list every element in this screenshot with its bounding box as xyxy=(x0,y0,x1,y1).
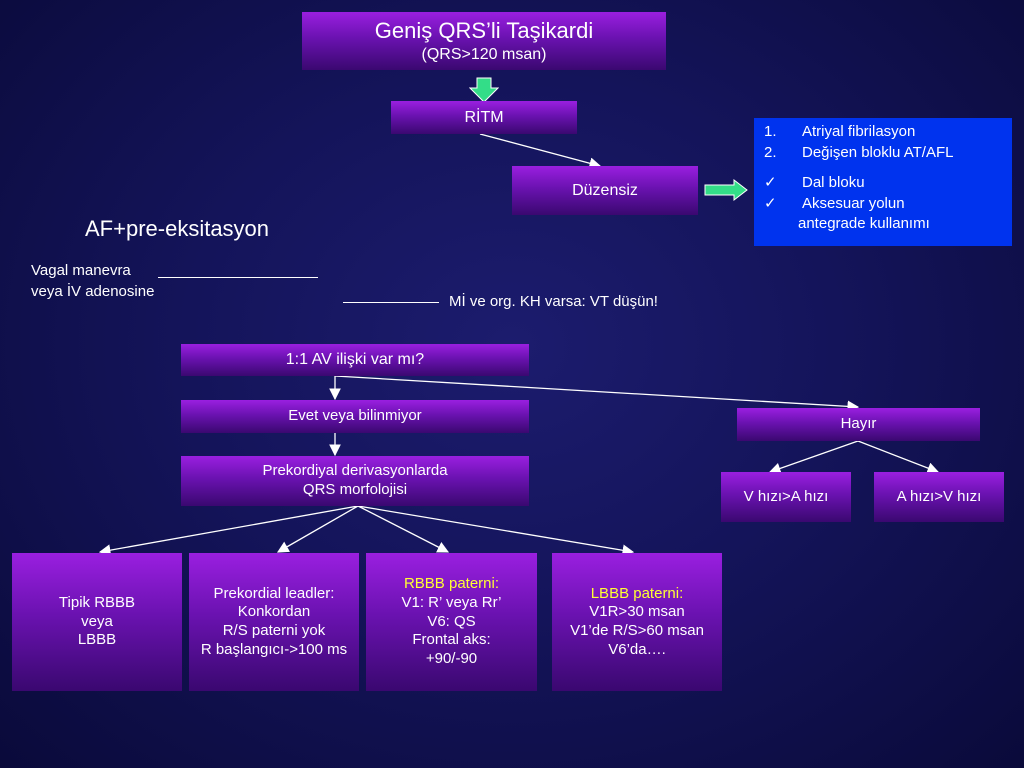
arrow-ritm-to-irregular xyxy=(479,133,602,169)
list-item: 2. Değişen bloklu AT/AFL xyxy=(764,143,1012,164)
concordant-line1: Prekordial leadler: xyxy=(213,584,335,602)
lbbb-pattern-box: LBBB paterni: V1R>30 msan V1’de R/S>60 m… xyxy=(552,553,722,691)
yes-unknown-label: Evet veya bilinmiyor xyxy=(288,407,422,425)
rbbb-pattern-box: RBBB paterni: V1: R’ veya Rr’ V6: QS Fro… xyxy=(366,553,537,691)
no-label: Hayır xyxy=(840,415,877,433)
typical-line3: LBBB xyxy=(77,631,117,649)
precordial-line1: Prekordiyal derivasyonlarda xyxy=(262,462,448,480)
green-down-arrow-icon xyxy=(469,77,499,103)
lbbb-heading: LBBB paterni: xyxy=(590,584,684,602)
rbbb-line4: +90/-90 xyxy=(425,650,478,668)
lbbb-line1: V1R>30 msan xyxy=(589,603,685,621)
concordant-line2: Konkordan xyxy=(237,603,311,621)
list-text: Değişen bloklu AT/AFL xyxy=(802,143,954,161)
arrow-precordial-to-typical xyxy=(98,505,359,556)
title-box: Geniş QRS’li Taşikardi (QRS>120 msan) xyxy=(302,12,666,70)
rbbb-heading: RBBB paterni: xyxy=(403,575,500,593)
vagal-note-line2: veya İV adenosine xyxy=(31,283,155,300)
rbbb-line1: V1: R’ veya Rr’ xyxy=(401,593,502,611)
a-rate-greater-box: A hızı>V hızı xyxy=(874,472,1004,522)
list-text: Aksesuar yolun xyxy=(802,194,905,212)
arrow-precordial-to-lbbb xyxy=(357,505,635,557)
yes-unknown-box: Evet veya bilinmiyor xyxy=(181,400,529,433)
arrow-precordial-to-concordant xyxy=(276,505,359,553)
irregular-label: Düzensiz xyxy=(572,181,638,199)
arrow-precordial-to-rbbb xyxy=(357,505,450,553)
mi-note-line xyxy=(343,302,439,303)
vagal-underline xyxy=(158,277,318,278)
list-item: ✓ Aksesuar yolun xyxy=(764,194,1012,215)
typical-bbb-box: Tipik RBBB veya LBBB xyxy=(12,553,182,691)
v-rate-greater-box: V hızı>A hızı xyxy=(721,472,851,522)
typical-line1: Tipik RBBB xyxy=(58,593,136,611)
av-question-label: 1:1 AV ilişki var mı? xyxy=(285,351,425,368)
vagal-note-line1: Vagal manevra xyxy=(31,262,131,279)
concordant-line3: R/S paterni yok xyxy=(222,622,326,639)
irregular-box: Düzensiz xyxy=(512,166,698,215)
concordant-box: Prekordial leadler: Konkordan R/S patern… xyxy=(189,553,359,691)
precordial-morphology-box: Prekordiyal derivasyonlarda QRS morfoloj… xyxy=(181,456,529,506)
checkmark-icon: ✓ xyxy=(764,194,777,212)
title-line1: Geniş QRS’li Taşikardi xyxy=(374,18,594,44)
list-continuation: antegrade kullanımı xyxy=(798,215,930,232)
differential-list-box: 1. Atriyal fibrilasyon 2. Değişen bloklu… xyxy=(754,118,1012,246)
no-box: Hayır xyxy=(737,408,980,441)
checkmark-icon: ✓ xyxy=(764,174,777,191)
list-text: Dal bloku xyxy=(802,174,865,191)
ritm-box: RİTM xyxy=(391,101,577,134)
concordant-line4: R başlangıcı->100 ms xyxy=(200,640,348,658)
precordial-line2: QRS morfolojisi xyxy=(302,481,408,498)
list-item: 1. Atriyal fibrilasyon xyxy=(764,122,1012,143)
green-right-arrow-icon xyxy=(704,179,748,201)
typical-line2: veya xyxy=(81,612,113,630)
v-gt-a-label: V hızı>A hızı xyxy=(743,487,829,505)
arrow-no-to-agtv xyxy=(857,440,940,474)
list-text: Atriyal fibrilasyon xyxy=(802,123,916,140)
list-item: ✓ Dal bloku xyxy=(764,173,1012,194)
title-line2: (QRS>120 msan) xyxy=(421,45,547,63)
list-marker: 2. xyxy=(764,143,777,161)
lbbb-line2: V1’de R/S>60 msan xyxy=(570,622,704,639)
av-relation-question-box: 1:1 AV ilişki var mı? xyxy=(181,344,529,376)
mi-note: Mİ ve org. KH varsa: VT düşün! xyxy=(449,293,658,310)
arrow-no-to-vgta xyxy=(768,440,859,475)
rbbb-line3: Frontal aks: xyxy=(412,631,491,649)
a-gt-v-label: A hızı>V hızı xyxy=(896,487,982,505)
af-preexcitation-label: AF+pre-eksitasyon xyxy=(85,216,270,241)
list-marker: 1. xyxy=(764,123,777,140)
rbbb-line2: V6: QS xyxy=(427,612,476,630)
lbbb-line3: V6’da…. xyxy=(608,640,666,658)
ritm-label: RİTM xyxy=(464,108,504,126)
